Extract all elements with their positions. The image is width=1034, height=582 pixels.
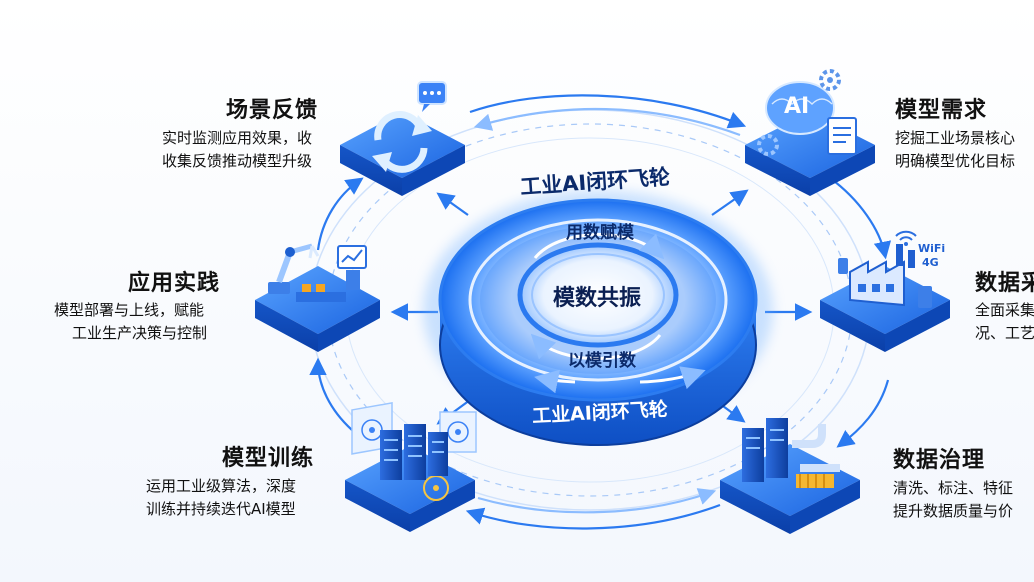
arrow-training-to-practice — [309, 357, 353, 431]
arrow-collection-to-governance — [836, 379, 890, 448]
feedback-desc-1: 实时监测应用效果，收 — [162, 129, 313, 147]
demand-desc-1: 挖掘工业场景核心 — [895, 129, 1016, 147]
tile-governance — [720, 418, 860, 534]
radial-arrow-demand — [711, 189, 749, 216]
arrow-feedback-to-demand — [469, 94, 747, 129]
arrow-demand-to-collection — [829, 177, 892, 260]
chat-bubble-icon — [417, 81, 447, 112]
ai-icon-label: AI — [784, 94, 810, 119]
tile-training — [345, 401, 477, 532]
outer-ring-top-label: 用数赋模 — [566, 223, 634, 243]
arrow-practice-to-feedback — [316, 177, 364, 251]
feedback-title: 场景反馈 — [226, 98, 319, 123]
arrow-training-to-governance — [477, 488, 717, 514]
governance-title: 数据治理 — [893, 448, 986, 473]
refresh-icon — [372, 111, 432, 173]
practice-desc-2: 工业生产决策与控制 — [72, 324, 208, 342]
training-title: 模型训练 — [222, 446, 315, 471]
tile-feedback — [340, 81, 465, 196]
tile-demand — [745, 69, 875, 196]
tile-collection — [820, 230, 950, 352]
governance-desc-2: 提升数据质量与价 — [893, 502, 1014, 520]
tile-practice — [255, 243, 380, 352]
document-icon — [827, 117, 857, 155]
cycle-arrows — [309, 94, 892, 530]
server-rack-icon — [742, 418, 788, 482]
training-desc-2: 训练并持续迭代AI模型 — [146, 500, 296, 518]
feedback-desc-2: 收集反馈推动模型升级 — [162, 152, 313, 170]
center-flywheel — [423, 190, 773, 446]
pipe-icon — [792, 424, 840, 488]
collection-desc-2: 况、工艺 — [975, 324, 1034, 342]
monitor-icon — [337, 245, 367, 290]
practice-desc-1: 模型部署与上线，赋能 — [54, 301, 205, 319]
demand-desc-2: 明确模型优化目标 — [895, 152, 1016, 170]
outer-ring-bottom-label: 以模引数 — [568, 351, 636, 371]
collection-title: 数据采 — [975, 271, 1034, 296]
ring-arrow-bottom — [530, 333, 662, 361]
arrow-governance-to-training — [465, 503, 721, 530]
practice-title: 应用实践 — [128, 271, 221, 296]
arrow-demand-to-feedback — [473, 107, 741, 137]
governance-desc-1: 清洗、标注、特征 — [893, 479, 1014, 497]
robot-arm-icon — [268, 243, 346, 302]
ring-arrow-top — [533, 232, 665, 260]
4g-label: 4G — [922, 256, 939, 269]
gear-icon — [757, 69, 841, 156]
demand-title: 模型需求 — [895, 98, 988, 123]
server-rack-icon — [380, 424, 448, 480]
wifi-label: WiFi — [918, 242, 946, 255]
wifi-icon — [895, 230, 917, 246]
radial-arrow-feedback — [436, 192, 469, 216]
factory-icon — [838, 244, 932, 308]
training-desc-1: 运用工业级算法，深度 — [146, 477, 297, 495]
collection-desc-1: 全面采集 — [975, 301, 1034, 319]
core-label: 模数共振 — [553, 286, 642, 311]
ai-brain-icon — [765, 81, 835, 135]
